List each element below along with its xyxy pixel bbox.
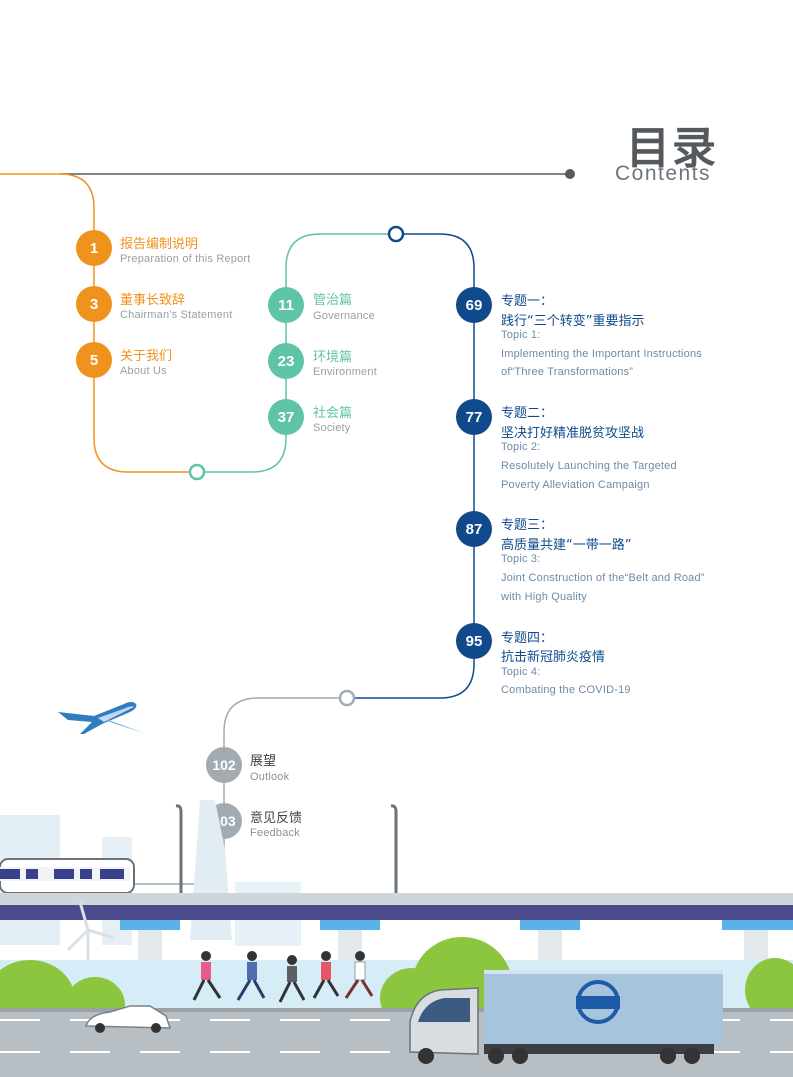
toc-topic-3-en-title-2[interactable]: with High Quality: [501, 591, 587, 603]
page-number-badge: 23: [268, 343, 304, 379]
toc-topic-2-title[interactable]: 坚决打好精准脱贫攻坚战: [501, 426, 645, 441]
page-number-badge: 1: [76, 230, 112, 266]
toc-item-outlook-en[interactable]: Outlook: [250, 771, 290, 783]
page-number-badge: 102: [206, 747, 242, 783]
toc-topic-4-en-label[interactable]: Topic 4:: [501, 666, 541, 678]
toc-topic-4-label[interactable]: 专题四：: [501, 631, 554, 646]
toc-topic-2-en-label[interactable]: Topic 2:: [501, 441, 541, 453]
city-traffic-illustration: [0, 800, 793, 1077]
toc-item-chairman-en[interactable]: Chairman's Statement: [120, 309, 233, 321]
transfer-ring-3: [338, 689, 356, 707]
toc-item-governance[interactable]: 管治篇: [313, 293, 353, 308]
toc-topic-1-title[interactable]: 践行“三个转变”重要指示: [501, 314, 645, 329]
toc-item-environment[interactable]: 环境篇: [313, 350, 353, 365]
route-end-dot: [565, 169, 575, 179]
page-number-badge: 11: [268, 287, 304, 323]
toc-topic-3-label[interactable]: 专题三：: [501, 518, 554, 533]
toc-item-about[interactable]: 关于我们: [120, 349, 173, 364]
toc-item-environment-en[interactable]: Environment: [313, 366, 377, 378]
transfer-ring-1: [188, 463, 206, 481]
toc-item-governance-en[interactable]: Governance: [313, 310, 375, 322]
toc-topic-3-en-title[interactable]: Joint Construction of the“Belt and Road”: [501, 572, 705, 584]
page-number-badge: 77: [456, 399, 492, 435]
toc-item-feedback-en[interactable]: Feedback: [250, 827, 300, 839]
page-number-badge: 37: [268, 399, 304, 435]
toc-topic-1-en-label[interactable]: Topic 1:: [501, 329, 541, 341]
toc-item-chairman[interactable]: 董事长致辞: [120, 293, 186, 308]
page-number-badge: 69: [456, 287, 492, 323]
toc-item-feedback[interactable]: 意见反馈: [250, 811, 303, 826]
page-number-badge: 5: [76, 342, 112, 378]
page-subtitle: Contents: [615, 162, 712, 185]
toc-item-preparation-en[interactable]: Preparation of this Report: [120, 253, 251, 265]
page-number-badge: 3: [76, 286, 112, 322]
toc-topic-2-en-title[interactable]: Resolutely Launching the Targeted: [501, 460, 677, 472]
page-title: 目录: [626, 123, 718, 174]
toc-item-society-en[interactable]: Society: [313, 422, 351, 434]
toc-topic-4-en-title[interactable]: Combating the COVID-19: [501, 684, 631, 696]
toc-topic-3-title[interactable]: 高质量共建“一带一路”: [501, 538, 632, 553]
toc-topic-1-en-title-2[interactable]: of“Three Transformations”: [501, 366, 634, 378]
toc-topic-1-label[interactable]: 专题一：: [501, 294, 554, 309]
toc-item-outlook[interactable]: 展望: [250, 754, 277, 769]
toc-topic-4-title[interactable]: 抗击新冠肺炎疫情: [501, 650, 606, 665]
toc-topic-1-en-title[interactable]: Implementing the Important Instructions: [501, 348, 703, 360]
toc-topic-2-label[interactable]: 专题二：: [501, 406, 554, 421]
toc-item-about-en[interactable]: About Us: [120, 365, 167, 377]
toc-item-society[interactable]: 社会篇: [313, 406, 353, 421]
toc-item-preparation[interactable]: 报告编制说明: [120, 237, 199, 252]
transfer-ring-2: [387, 225, 405, 243]
page-number-badge: 87: [456, 511, 492, 547]
toc-topic-2-en-title-2[interactable]: Poverty Alleviation Campaign: [501, 479, 650, 491]
page-number-badge: 95: [456, 623, 492, 659]
toc-topic-3-en-label[interactable]: Topic 3:: [501, 553, 541, 565]
airplane-icon: [58, 702, 146, 734]
